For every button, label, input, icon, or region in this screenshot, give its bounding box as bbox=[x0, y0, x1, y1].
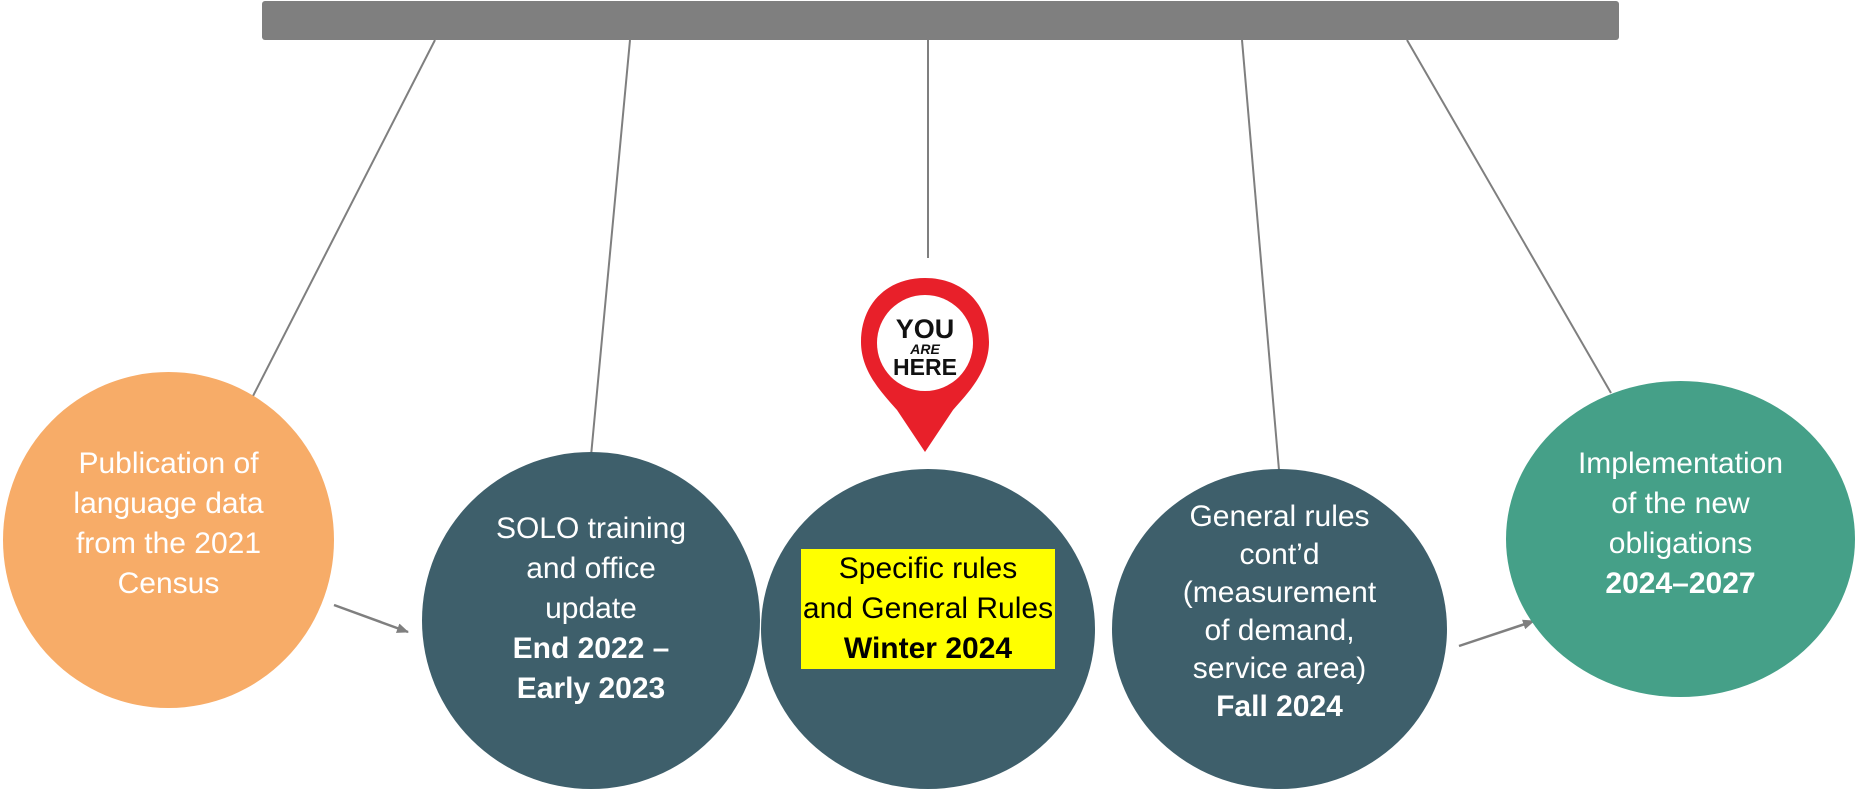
step-4-date: Fall 2024 bbox=[1216, 690, 1343, 723]
step-1-circle: Publication of language data from the 20… bbox=[3, 372, 334, 708]
step-1-line-1: Publication of bbox=[78, 447, 259, 480]
step-2-line-1: SOLO training bbox=[495, 511, 687, 545]
step-4-line-3: (measurement bbox=[1182, 576, 1377, 609]
step-1-line-2: language data bbox=[73, 487, 264, 520]
step-4-circle: General rules cont’d (measurement of dem… bbox=[1112, 469, 1447, 789]
step-4-line-1: General rules bbox=[1189, 500, 1370, 533]
pin-text-are: ARE bbox=[909, 341, 940, 357]
step-3-highlight: Specific rules and General Rules Winter … bbox=[800, 549, 1056, 669]
step-5-circle: Implementation of the new obligations 20… bbox=[1506, 381, 1855, 697]
step-5-line-3: obligations bbox=[1608, 526, 1753, 560]
location-pin-icon: YOU ARE HERE bbox=[861, 278, 989, 452]
step-3-line-2: and General Rules bbox=[802, 592, 1054, 625]
step-1-text: Publication of language data from the 20… bbox=[73, 444, 263, 604]
step-4-line-4: of demand, bbox=[1204, 614, 1355, 647]
step-4-text: General rules cont’d (measurement of dem… bbox=[1183, 498, 1376, 726]
step-5-line-1: Implementation bbox=[1577, 446, 1784, 480]
step-2-date-1: End 2022 – bbox=[512, 631, 670, 665]
step-4-line-2: cont’d bbox=[1239, 538, 1320, 571]
step-2-date-2: Early 2023 bbox=[516, 671, 666, 705]
step-1-line-4: Census bbox=[117, 567, 220, 600]
arrow-1 bbox=[333, 603, 409, 634]
pin-text-you: YOU bbox=[896, 314, 955, 344]
connector-line-2 bbox=[590, 39, 631, 457]
step-2-line-2: and office bbox=[526, 551, 656, 585]
step-3-circle: Specific rules and General Rules Winter … bbox=[761, 469, 1095, 789]
pin-text-here: HERE bbox=[893, 354, 957, 380]
connector-line-1 bbox=[251, 39, 436, 399]
step-4-line-5: service area) bbox=[1192, 652, 1367, 685]
step-3-date: Winter 2024 bbox=[843, 632, 1013, 665]
step-5-text: Implementation of the new obligations 20… bbox=[1578, 444, 1783, 604]
step-5-date: 2024–2027 bbox=[1605, 566, 1756, 600]
step-1-line-3: from the 2021 bbox=[75, 527, 262, 560]
connector-line-4 bbox=[1241, 39, 1280, 471]
arrow-2 bbox=[1458, 619, 1535, 648]
top-bar bbox=[262, 1, 1619, 40]
step-5-line-2: of the new bbox=[1611, 486, 1750, 520]
step-3-line-1: Specific rules bbox=[838, 552, 1018, 585]
step-2-text: SOLO training and office update End 2022… bbox=[496, 509, 686, 709]
step-2-circle: SOLO training and office update End 2022… bbox=[422, 452, 760, 789]
connector-line-5 bbox=[1406, 39, 1612, 394]
step-2-line-3: update bbox=[545, 591, 637, 625]
